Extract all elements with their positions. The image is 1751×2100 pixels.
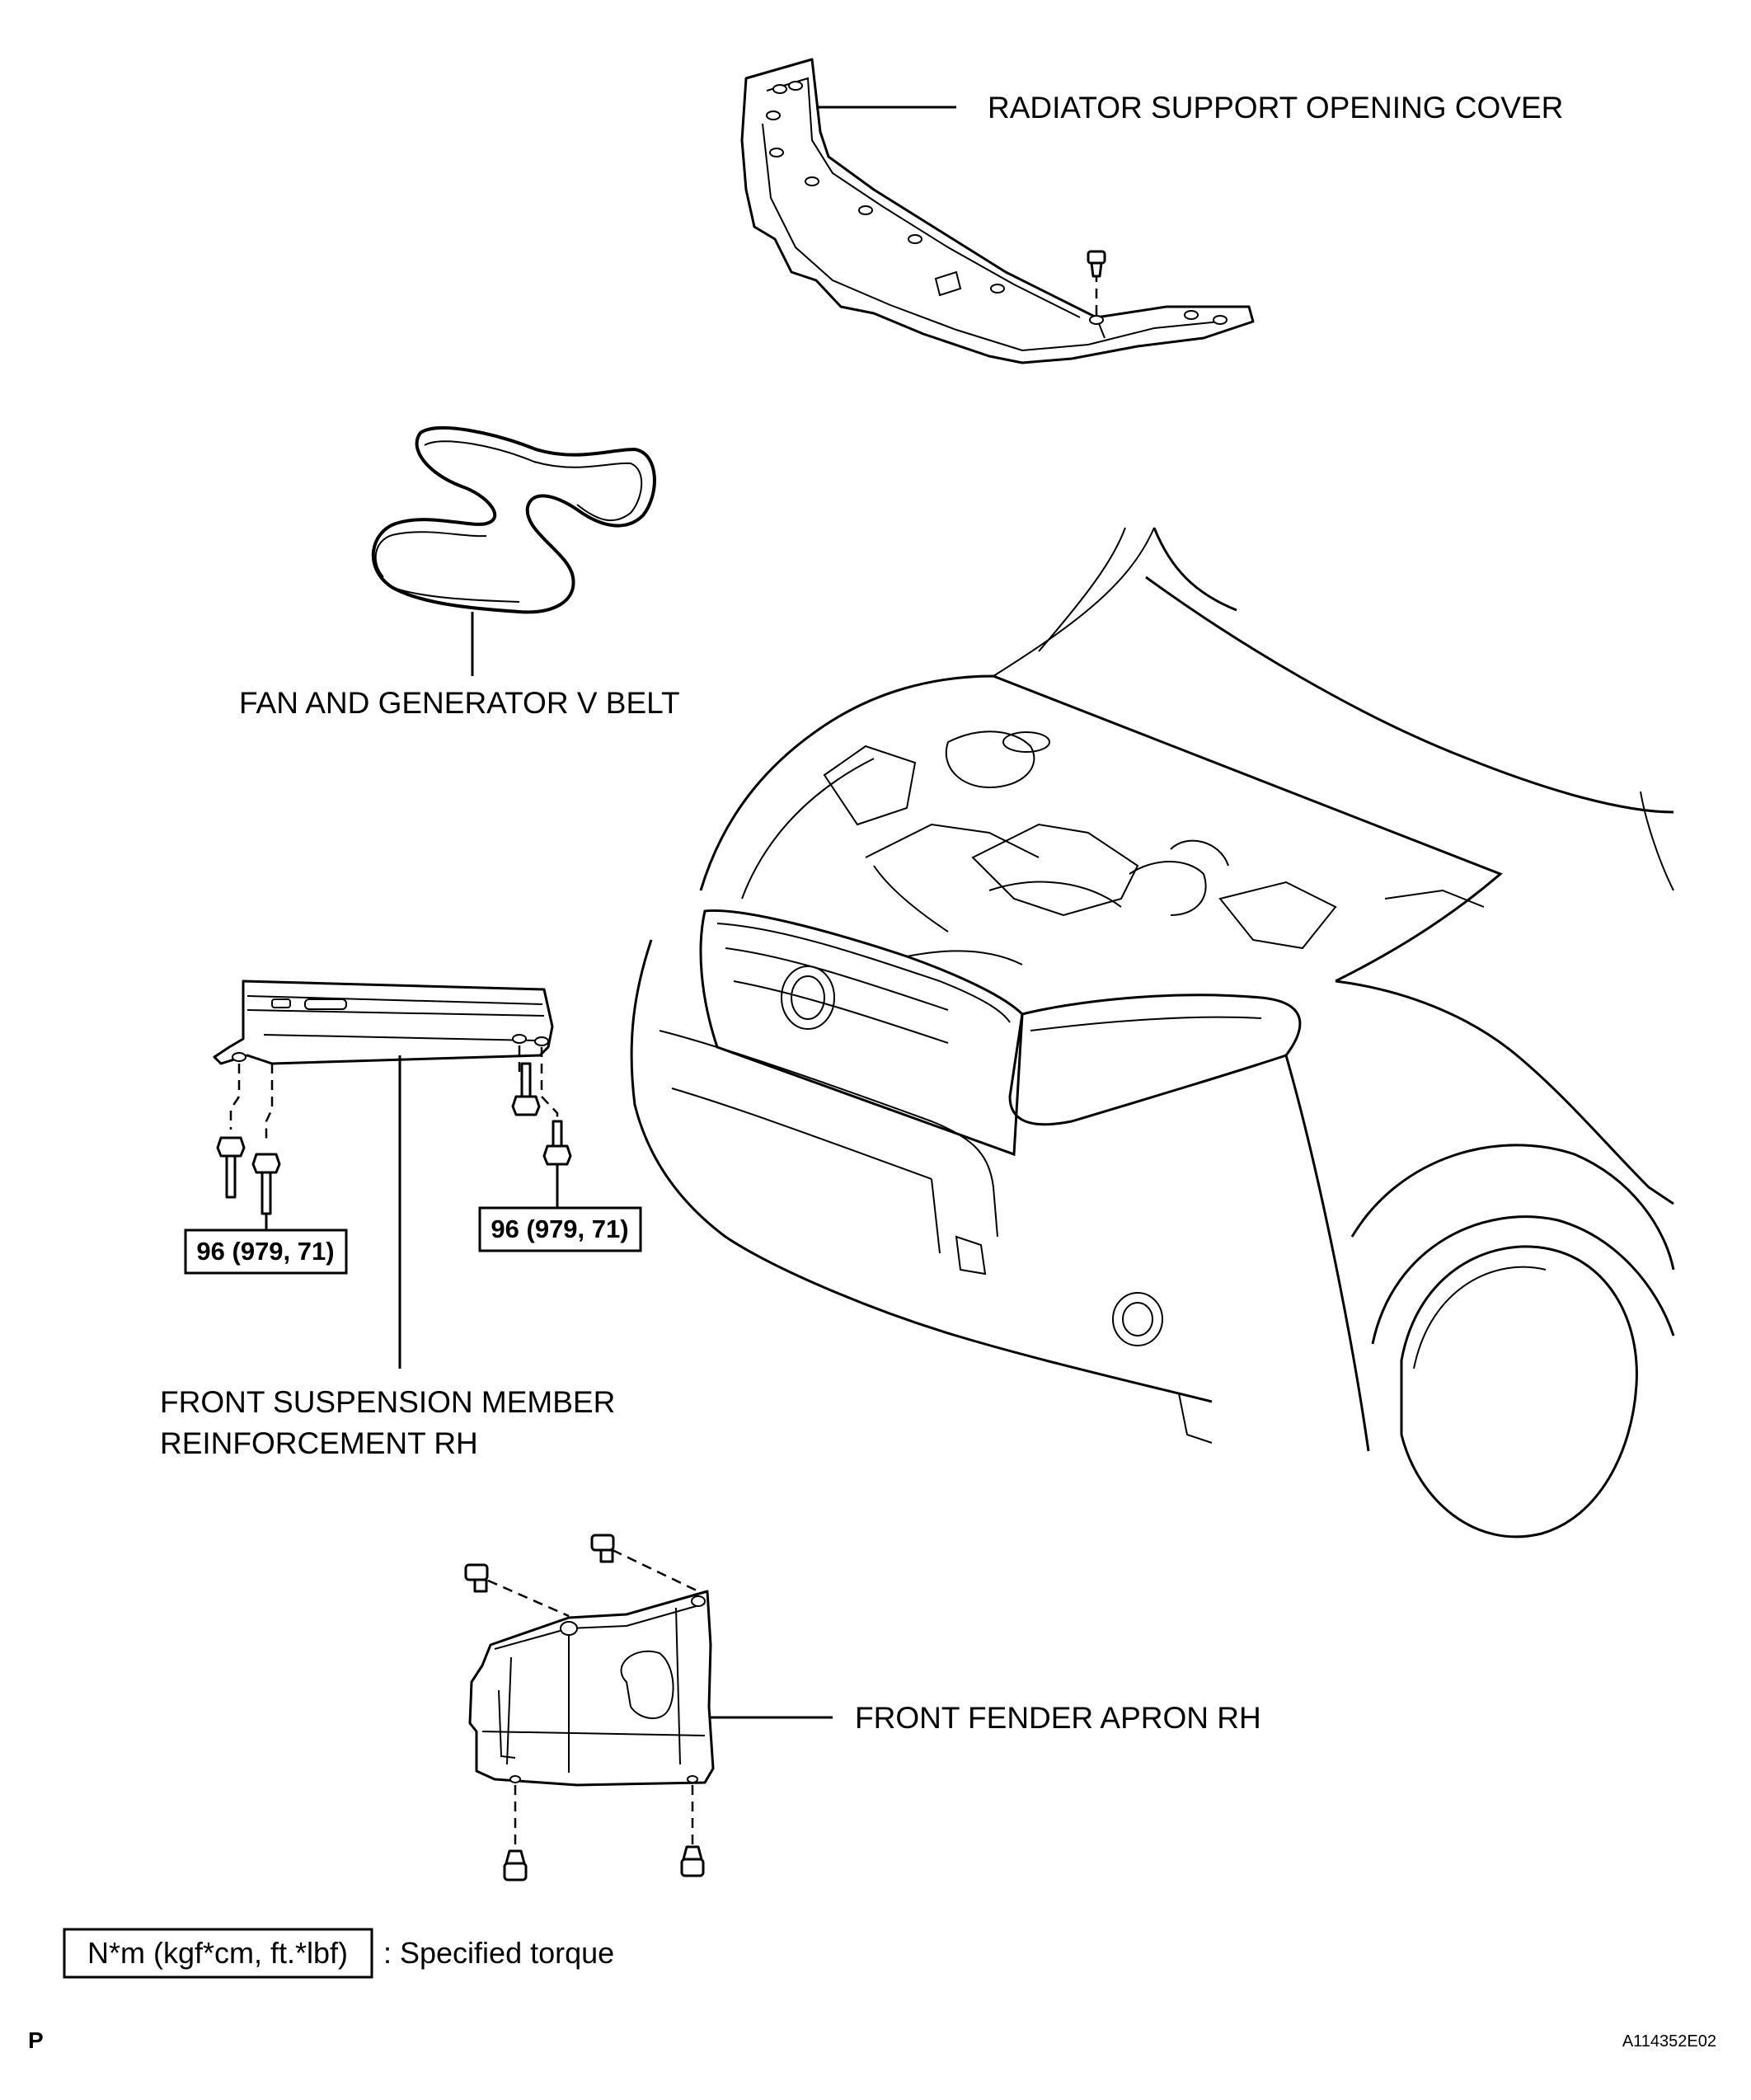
front-suspension-member-reinforcement — [213, 980, 559, 1142]
clip-icon — [680, 1845, 705, 1877]
corner-mark-p: P — [28, 2027, 44, 2053]
torque-legend: N*m (kgf*cm, ft.*lbf) : Specified torque — [63, 1928, 614, 1979]
bolt-icon — [251, 1153, 281, 1215]
clip-icon — [1087, 250, 1106, 278]
radiator-support-opening-cover — [740, 58, 1255, 364]
svg-text:96 (979, 71): 96 (979, 71) — [196, 1237, 334, 1266]
svg-text:N*m (kgf*cm, ft.*lbf): N*m (kgf*cm, ft.*lbf) — [87, 1936, 348, 1970]
svg-text:: Specified torque: : Specified torque — [383, 1936, 614, 1970]
label-fan-and-generator-v-belt: FAN AND GENERATOR V BELT — [239, 686, 680, 720]
bolt-icon — [542, 1120, 572, 1166]
clip-icon — [590, 1534, 615, 1563]
figure-code: A114352E02 — [1622, 2032, 1716, 2051]
clip-icon — [464, 1563, 489, 1593]
front-fender-apron — [468, 1548, 715, 1851]
label-radiator-support-opening-cover: RADIATOR SUPPORT OPENING COVER — [988, 91, 1563, 124]
bolt-icon — [216, 1136, 246, 1199]
clip-icon — [503, 1849, 528, 1882]
torque-spec-left: 96 (979, 71) — [184, 1229, 348, 1275]
vehicle-front-illustration — [630, 527, 1675, 1539]
label-reinforcement-rh: REINFORCEMENT RH — [160, 1426, 478, 1460]
label-front-suspension-member: FRONT SUSPENSION MEMBER — [160, 1385, 615, 1419]
svg-text:96 (979, 71): 96 (979, 71) — [491, 1214, 628, 1243]
bolt-icon — [511, 1062, 541, 1116]
torque-spec-right: 96 (979, 71) — [478, 1206, 642, 1252]
label-front-fender-apron-rh: FRONT FENDER APRON RH — [855, 1701, 1261, 1735]
v-belt-icon — [371, 425, 656, 614]
